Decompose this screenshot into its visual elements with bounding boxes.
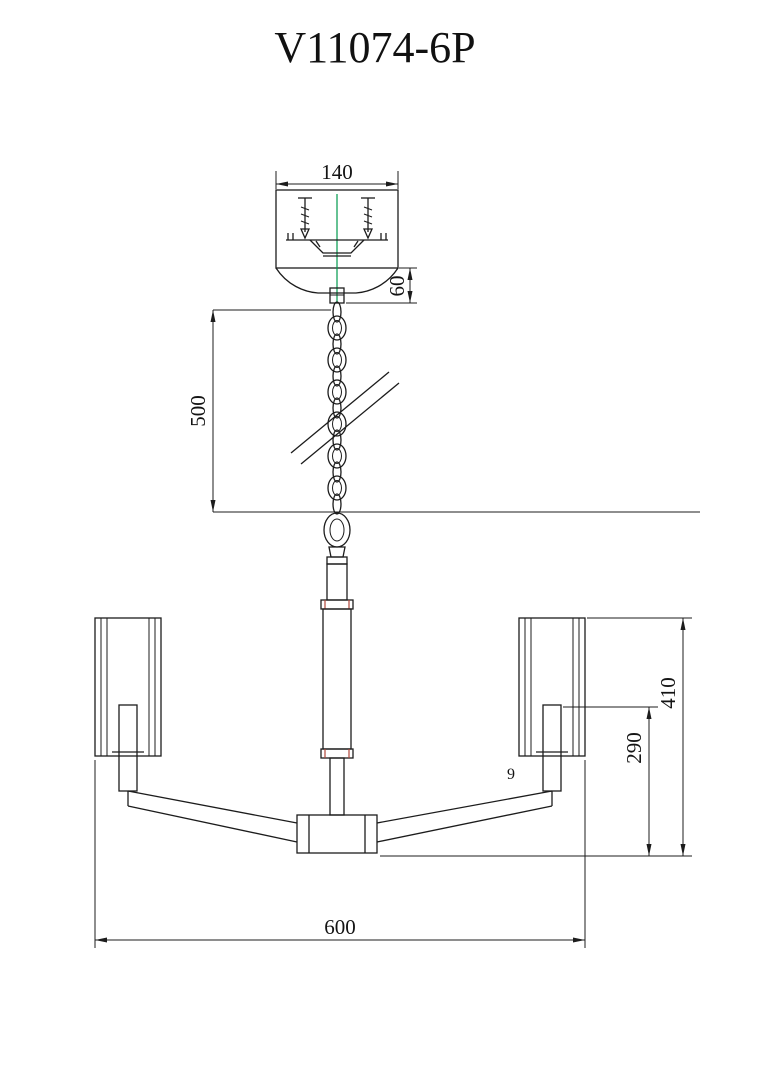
drawing-title: V11074-6P [274, 23, 475, 72]
canopy-dome [275, 267, 399, 304]
break-symbol [290, 371, 400, 465]
dim-label-410: 410 [656, 677, 680, 709]
dim-label-290: 290 [622, 732, 646, 764]
dim-chain-length: 500 [186, 309, 700, 513]
hanging-chain [290, 301, 400, 515]
left-shade [94, 617, 162, 757]
ceiling-canopy [275, 189, 399, 304]
dim-total-width: 600 [94, 760, 586, 948]
arm-note-label: 9 [507, 766, 515, 783]
dim-canopy-width: 140 [275, 160, 399, 189]
left-candle-sleeve [112, 704, 144, 792]
right-shade [518, 617, 586, 757]
center-hub [296, 814, 378, 854]
dim-canopy-height: 60 [346, 267, 417, 304]
dim-label-600: 600 [324, 915, 356, 939]
dim-shade-to-bottom: 290 [563, 706, 658, 856]
anchor-screw-left [298, 197, 312, 240]
dim-label-60: 60 [385, 276, 409, 297]
anchor-screw-right [361, 197, 375, 240]
dim-label-500: 500 [186, 395, 210, 427]
mounting-bracket [286, 233, 388, 257]
dim-fixture-height: 410 [380, 617, 692, 857]
right-candle-sleeve [536, 704, 568, 792]
left-arm [127, 790, 298, 843]
central-column [296, 512, 378, 854]
right-arm [376, 790, 553, 843]
dim-label-140: 140 [321, 160, 353, 184]
